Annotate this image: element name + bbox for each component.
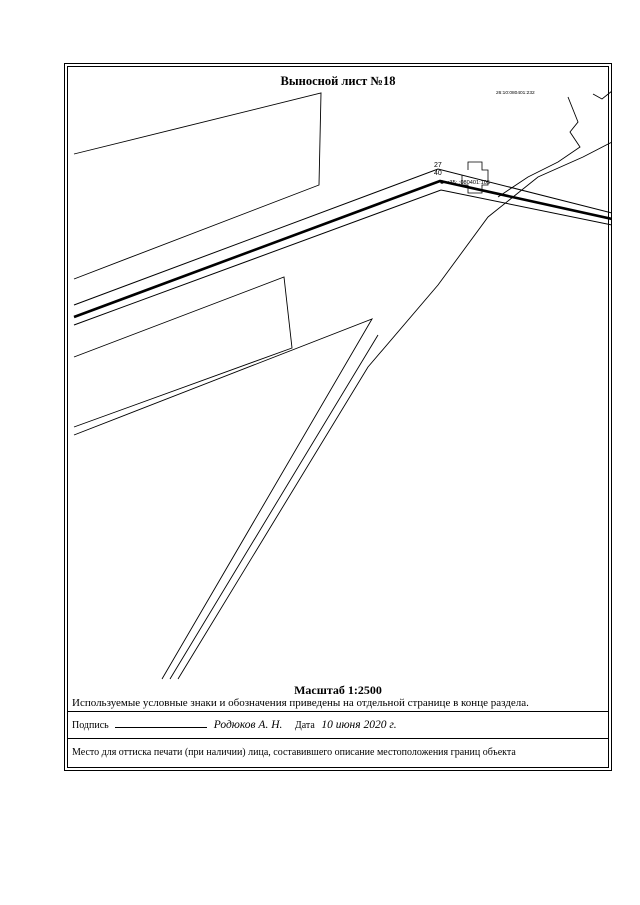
- signer-name: Родюков А. Н.: [213, 719, 283, 731]
- parcel-boundaries: [73, 90, 612, 680]
- separator-rule-2: [68, 738, 608, 739]
- seal-note: Место для оттиска печати (при наличии) л…: [72, 747, 516, 758]
- lower-left-parcel: [73, 318, 374, 680]
- signature-line: [115, 718, 208, 728]
- separator-rule: [68, 711, 608, 712]
- boundary-point-marker: [440, 180, 444, 184]
- map-drawing: 27 40 :35: :080401:105 26:10:080401:232: [73, 90, 612, 680]
- top-right-cadastral-label: 26:10:080401:232: [496, 90, 535, 96]
- signature-label: Подпись: [72, 720, 109, 731]
- middle-left-parcel: [73, 276, 293, 428]
- road-outer-line: [73, 168, 612, 306]
- map-sheet-inner-frame: 27 40 :35: :080401:105 26:10:080401:232 …: [67, 66, 612, 768]
- date-label: Дата: [294, 720, 315, 731]
- lower-left-parcel-edge: [169, 334, 379, 680]
- point-label-27: 27: [434, 162, 442, 169]
- diagonal-boundary: [177, 141, 612, 680]
- legend-note: Используемые условные знаки и обозначени…: [72, 697, 529, 709]
- sheet-title: Выносной лист №18: [280, 74, 396, 88]
- road-corridor: [73, 168, 612, 326]
- building-outline: [461, 161, 489, 194]
- top-right-corner-boundary: [592, 90, 612, 100]
- date-value: 10 июня 2020 г.: [321, 719, 397, 731]
- map-scale: Масштаб 1:2500: [294, 683, 382, 697]
- signature-row: Подпись Родюков А. Н. Дата 10 июня 2020 …: [72, 718, 397, 731]
- map-area: 27 40 :35: :080401:105 26:10:080401:232: [68, 67, 612, 707]
- road-inner-line: [73, 189, 612, 326]
- upper-left-parcel: [73, 92, 322, 280]
- parcel-number-label: :35: :080401:105: [448, 180, 490, 186]
- point-label-40: 40: [434, 170, 442, 177]
- road-center-line: [73, 179, 612, 319]
- upper-right-parcel: [497, 96, 581, 198]
- map-sheet-frame: 27 40 :35: :080401:105 26:10:080401:232 …: [64, 63, 612, 771]
